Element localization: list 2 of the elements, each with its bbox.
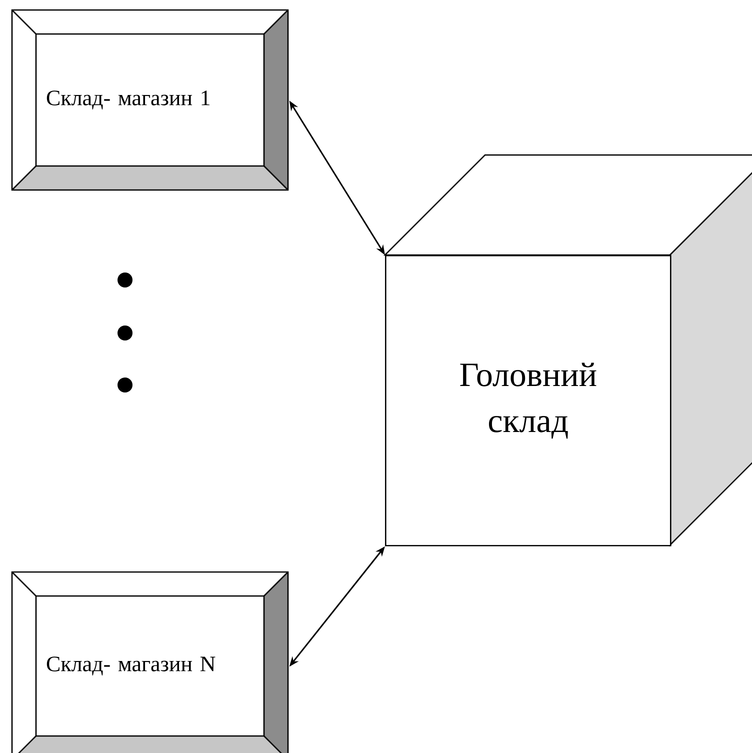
bevel-box: Склад- магазин N	[11, 571, 289, 753]
bevel-box: Склад- магазин 1	[11, 9, 289, 191]
